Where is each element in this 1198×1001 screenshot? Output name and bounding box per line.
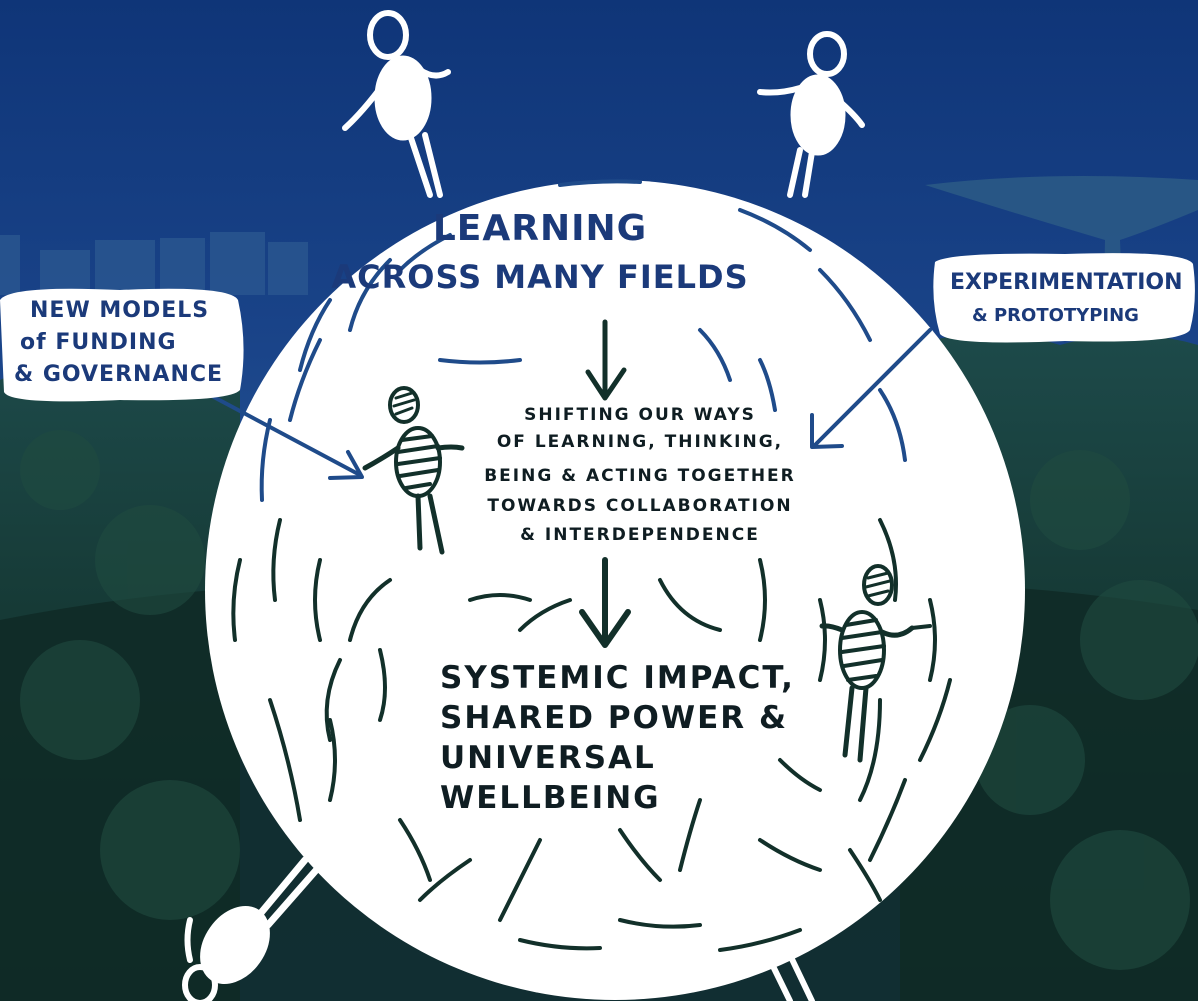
globe-motion-strokes xyxy=(231,179,952,952)
striped-figure-left xyxy=(362,386,465,555)
center-top-line2: ACROSS MANY FIELDS xyxy=(331,258,749,296)
striped-figure-right xyxy=(819,564,932,763)
arrow-top-to-middle xyxy=(585,319,627,401)
figure-bottom-left xyxy=(182,856,322,1001)
figure-top-right xyxy=(757,31,865,198)
right-label-line2: & PROTOTYPING xyxy=(972,305,1139,326)
center-middle-line2: OF LEARNING, THINKING, xyxy=(496,432,784,452)
center-bottom-line1: SYSTEMIC IMPACT, xyxy=(440,660,795,696)
center-middle-line1: SHIFTING OUR WAYS xyxy=(524,405,756,425)
center-middle-line3: BEING & ACTING TOGETHER xyxy=(484,466,796,486)
figure-bottom-right-legs xyxy=(767,952,815,1001)
foliage-texture xyxy=(20,430,1198,970)
left-label-line1: NEW MODELS xyxy=(30,298,210,323)
globe-circle xyxy=(205,180,1025,1000)
right-label-bubble xyxy=(933,253,1195,343)
distant-buildings xyxy=(0,232,308,295)
supertree-silhouette xyxy=(925,176,1198,470)
center-bottom-line2: SHARED POWER & xyxy=(440,700,788,736)
right-label-line1: EXPERIMENTATION xyxy=(950,270,1183,295)
center-top-line1: LEARNING xyxy=(432,208,648,249)
arrow-middle-to-bottom xyxy=(579,557,631,648)
left-label-bubble xyxy=(0,288,244,402)
left-label-line2: of FUNDING xyxy=(20,330,177,355)
center-bottom-line4: WELLBEING xyxy=(440,780,661,816)
center-middle-line4: TOWARDS COLLABORATION xyxy=(487,496,793,516)
arrow-right-label xyxy=(810,328,932,449)
center-bottom-line3: UNIVERSAL xyxy=(440,740,656,776)
center-middle-line5: & INTERDEPENDENCE xyxy=(520,525,760,545)
figure-top-left xyxy=(342,10,451,198)
arrow-left-label xyxy=(208,393,364,480)
left-label-line3: & GOVERNANCE xyxy=(14,362,224,387)
